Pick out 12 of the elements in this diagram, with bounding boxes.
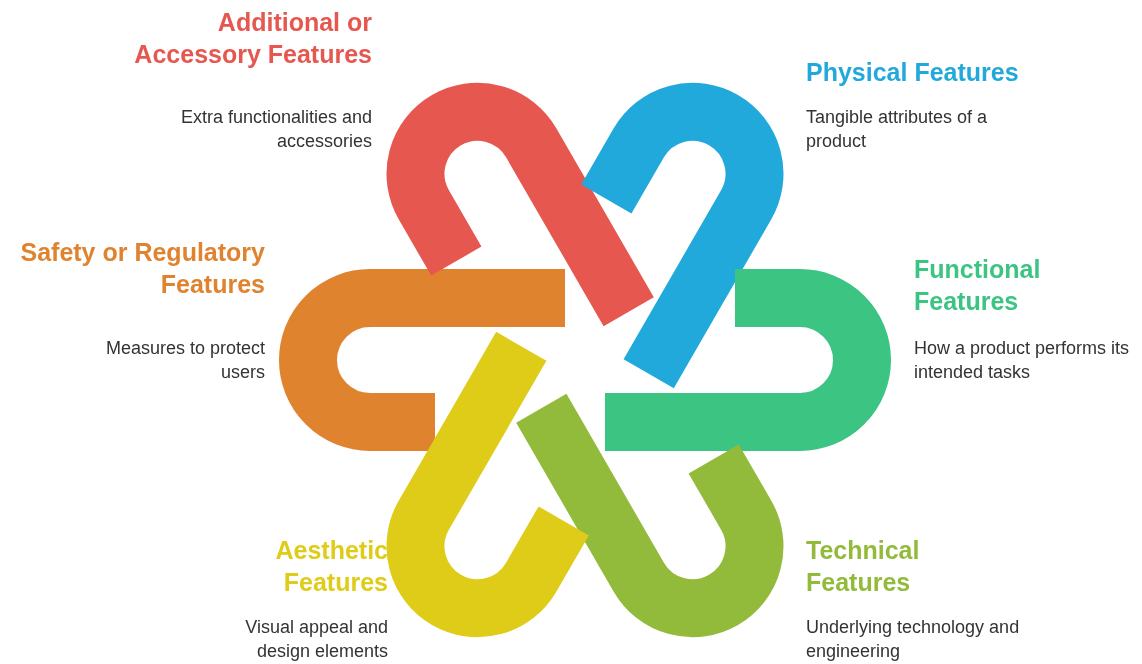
feature-heading: Aesthetic Features bbox=[274, 535, 388, 598]
feature-description: Tangible attributes of a product bbox=[806, 106, 989, 153]
feature-heading: Additional or Accessory Features bbox=[133, 7, 372, 70]
feature-heading: Physical Features bbox=[806, 57, 1020, 88]
feature-heading: Functional Features bbox=[914, 254, 1042, 317]
feature-heading: Safety or Regulatory Features bbox=[19, 237, 265, 300]
feature-heading: Technical Features bbox=[806, 535, 921, 598]
feature-description: Visual appeal and design elements bbox=[244, 616, 388, 663]
feature-description: Extra functionalities and accessories bbox=[179, 106, 372, 153]
feature-description: How a product performs its intended tasks bbox=[914, 337, 1131, 384]
feature-description: Measures to protect users bbox=[104, 337, 265, 384]
feature-description: Underlying technology and engineering bbox=[806, 616, 1021, 663]
